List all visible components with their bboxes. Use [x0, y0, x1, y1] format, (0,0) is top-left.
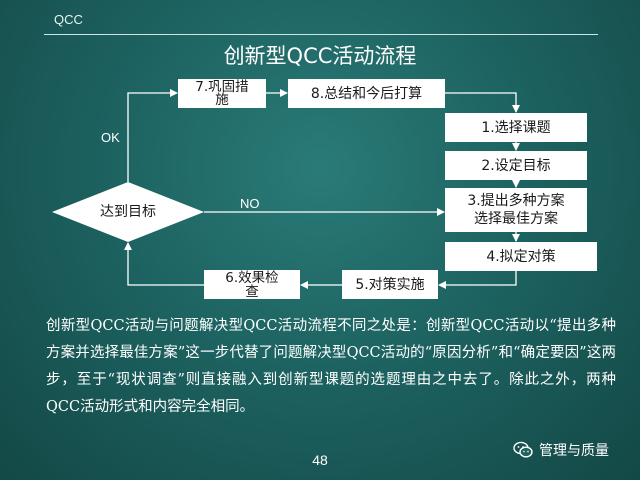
box-7 [178, 79, 266, 108]
step-6-label: 6.效果检 查 [225, 269, 279, 300]
page-title: 创新型QCC活动流程 [223, 44, 417, 68]
ok-label: OK [101, 130, 120, 145]
description-paragraph: 创新型QCC活动与问题解决型QCC活动流程不同之处是：创新型QCC活动以“提出多… [46, 318, 616, 415]
edge-decision-7 [127, 89, 178, 182]
page-number: 48 [312, 452, 328, 468]
box-3 [445, 188, 587, 232]
box-8 [288, 79, 445, 108]
decision-label: 达到目标 [100, 204, 156, 220]
step-7-label: 7.巩固措 施 [195, 78, 249, 108]
header-label: QCC [54, 12, 83, 27]
watermark-text: 管理与质量 [539, 443, 609, 459]
step-3-label: 3.提出多种方案 选择最佳方案 [467, 193, 565, 227]
edge-6-decision [124, 242, 204, 286]
no-label: NO [240, 196, 260, 211]
wechat-icon [513, 441, 533, 458]
step-4-label: 4.拟定对策 [486, 248, 556, 265]
box-6 [204, 270, 300, 299]
step-5-label: 5.对策实施 [355, 276, 425, 293]
step-2-label: 2.设定目标 [481, 157, 551, 174]
edge-8-1 [445, 92, 520, 113]
step-1-label: 1.选择课题 [481, 119, 551, 136]
edge-4-5 [438, 271, 517, 289]
box-1 [445, 113, 587, 142]
watermark: 管理与质量 [513, 440, 609, 460]
decision-diamond [52, 182, 204, 242]
step-8-label: 8.总结和今后打算 [310, 85, 423, 102]
header-divider [44, 34, 598, 35]
box-5 [342, 270, 438, 299]
box-4 [445, 242, 597, 271]
box-2 [445, 151, 587, 180]
